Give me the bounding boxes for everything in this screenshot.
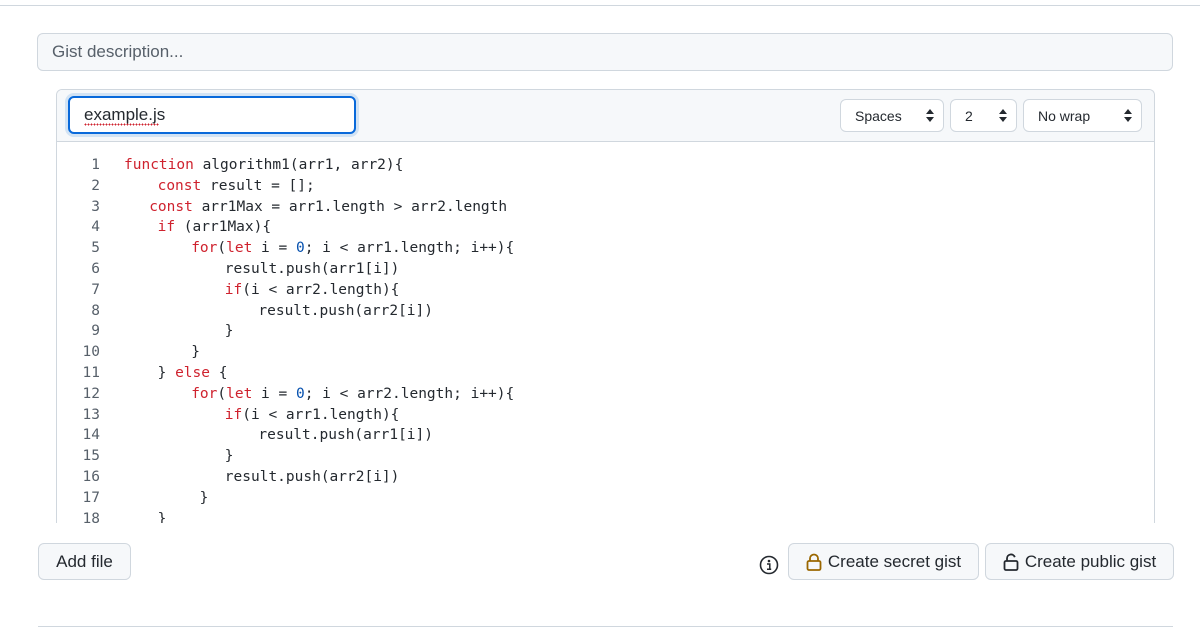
top-divider [0, 5, 1200, 6]
code-text: function algorithm1(arr1, arr2){ [124, 157, 404, 173]
line-number: 8 [91, 302, 100, 319]
create-public-gist-button[interactable]: Create public gist [985, 543, 1174, 580]
code-text: for(let i = 0; i < arr2.length; i++){ [191, 385, 515, 402]
code-text: result.push(arr1[i]) [258, 427, 433, 444]
code-line: 3 const arr1Max = arr1.length > arr2.leng… [57, 197, 1154, 218]
code-line: 5 for(let i = 0; i < arr1.length; i++){ [57, 238, 1154, 259]
code-text: const result = []; [157, 177, 315, 194]
code-editor[interactable]: 1 function algorithm1(arr1, arr2){ 2 const … [57, 142, 1154, 523]
indent-mode-value: Spaces [855, 107, 902, 124]
line-number: 16 [82, 469, 100, 485]
line-number: 9 [91, 323, 100, 340]
create-secret-gist-button[interactable]: Create secret gist [788, 543, 979, 580]
line-number: 17 [82, 489, 100, 506]
file-header: Spaces 2 No wrap [57, 90, 1154, 142]
indent-size-value: 2 [965, 107, 973, 124]
filename-input[interactable] [68, 96, 356, 134]
line-number: 10 [82, 344, 100, 361]
code-line: 16 result.push(arr2[i]) [57, 467, 1154, 488]
code-line: 14 result.push(arr1[i]) [57, 425, 1154, 446]
code-line: 18} [57, 509, 1154, 523]
line-number: 11 [82, 365, 100, 381]
line-number: 12 [82, 385, 100, 402]
line-number: 7 [91, 281, 100, 298]
info-icon[interactable] [759, 555, 779, 575]
spellcheck-underline [84, 123, 159, 126]
gist-description-input[interactable] [37, 33, 1173, 71]
code-line: 15} [57, 446, 1154, 467]
line-number: 5 [91, 240, 100, 257]
indent-mode-select[interactable]: Spaces [840, 99, 944, 132]
file-editor: Spaces 2 No wrap 1 function algorithm1(ar… [56, 89, 1155, 523]
select-caret-icon [926, 109, 934, 122]
code-text: } [199, 489, 209, 506]
code-line: 7 if(i < arr2.length){ [57, 280, 1154, 301]
code-line: 6 result.push(arr1[i]) [57, 259, 1154, 280]
code-text: } [191, 344, 200, 361]
create-public-gist-label: Create public gist [1024, 551, 1157, 571]
line-number: 14 [82, 427, 100, 444]
add-file-label: Add file [56, 551, 113, 571]
code-text: } else { [157, 365, 228, 381]
line-number: 13 [82, 406, 100, 423]
select-caret-icon [999, 109, 1007, 122]
unlock-icon [1003, 553, 1019, 571]
code-line: 1 function algorithm1(arr1, arr2){ [57, 155, 1154, 176]
line-number: 15 [82, 448, 100, 465]
select-caret-icon [1124, 109, 1132, 122]
code-line: 11 } else { [57, 363, 1154, 384]
bottom-divider [38, 626, 1173, 627]
wrap-mode-value: No wrap [1038, 107, 1091, 124]
code-line: 17} [57, 488, 1154, 509]
code-line: 4 if (arr1Max){ [57, 217, 1154, 238]
code-line: 9} [57, 321, 1154, 342]
line-number: 6 [91, 261, 100, 277]
code-text: } [224, 448, 234, 465]
code-text: for(let i = 0; i < arr1.length; i++){ [191, 240, 515, 257]
indent-size-select[interactable]: 2 [950, 99, 1017, 132]
code-text: } [157, 510, 167, 523]
line-number: 4 [91, 219, 100, 236]
code-text: result.push(arr2[i]) [258, 302, 433, 319]
add-file-button[interactable]: Add file [38, 543, 131, 580]
line-number: 2 [91, 177, 100, 194]
line-number: 3 [91, 198, 100, 215]
code-line: 2 const result = []; [57, 176, 1154, 197]
line-number: 18 [82, 510, 100, 523]
code-text: result.push(arr2[i]) [224, 469, 400, 485]
code-text: result.push(arr1[i]) [224, 261, 400, 277]
line-number: 1 [91, 157, 100, 173]
code-text: } [224, 323, 234, 340]
create-secret-gist-label: Create secret gist [827, 551, 962, 571]
code-line: 8 result.push(arr2[i]) [57, 301, 1154, 322]
lock-icon [806, 553, 822, 571]
code-line: 10} [57, 342, 1154, 363]
code-text: if(i < arr2.length){ [224, 281, 400, 298]
wrap-mode-select[interactable]: No wrap [1023, 99, 1142, 132]
code-text: const arr1Max = arr1.length > arr2.lengt… [149, 198, 508, 215]
code-line: 13 if(i < arr1.length){ [57, 405, 1154, 426]
code-text: if (arr1Max){ [157, 219, 272, 236]
code-text: if(i < arr1.length){ [224, 406, 400, 423]
code-line: 12 for(let i = 0; i < arr2.length; i++){ [57, 384, 1154, 405]
